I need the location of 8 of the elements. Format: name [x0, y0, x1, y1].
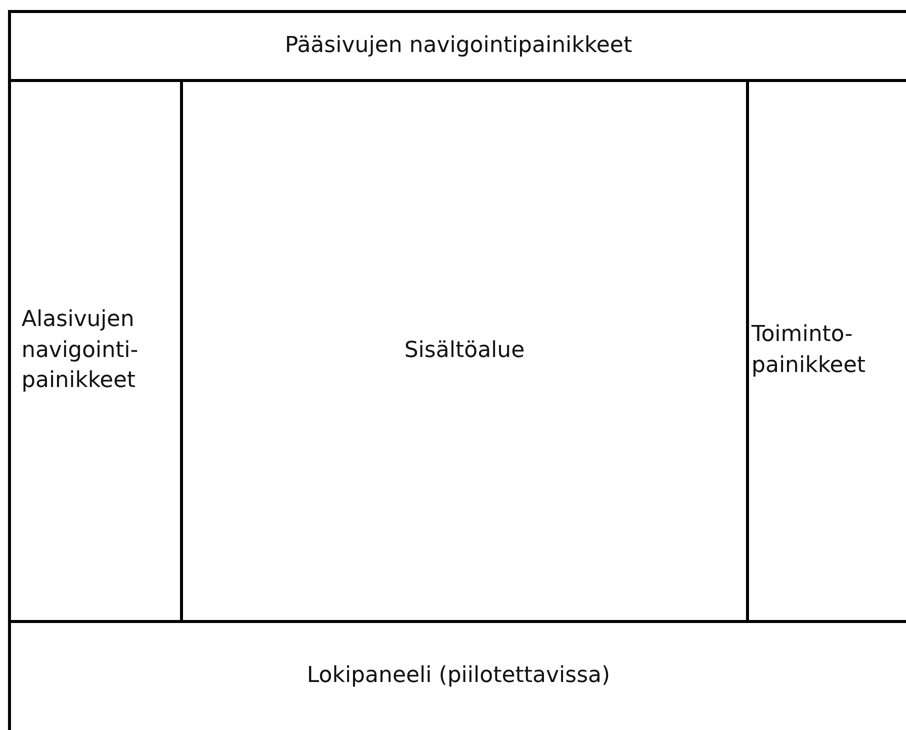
region-label: Sisältöalue	[404, 336, 525, 365]
region-label: Pääsivujen navigointipainikkeet	[284, 32, 632, 60]
layout-region	[8, 620, 906, 730]
layout-region	[8, 10, 906, 82]
region-label: Lokipaneeli (piilotettavissa)	[306, 662, 610, 690]
region-label: Toiminto- painikkeet	[752, 321, 867, 380]
layout-region	[180, 80, 749, 622]
region-label: Alasivujen navigointi- painikkeet	[22, 306, 140, 396]
